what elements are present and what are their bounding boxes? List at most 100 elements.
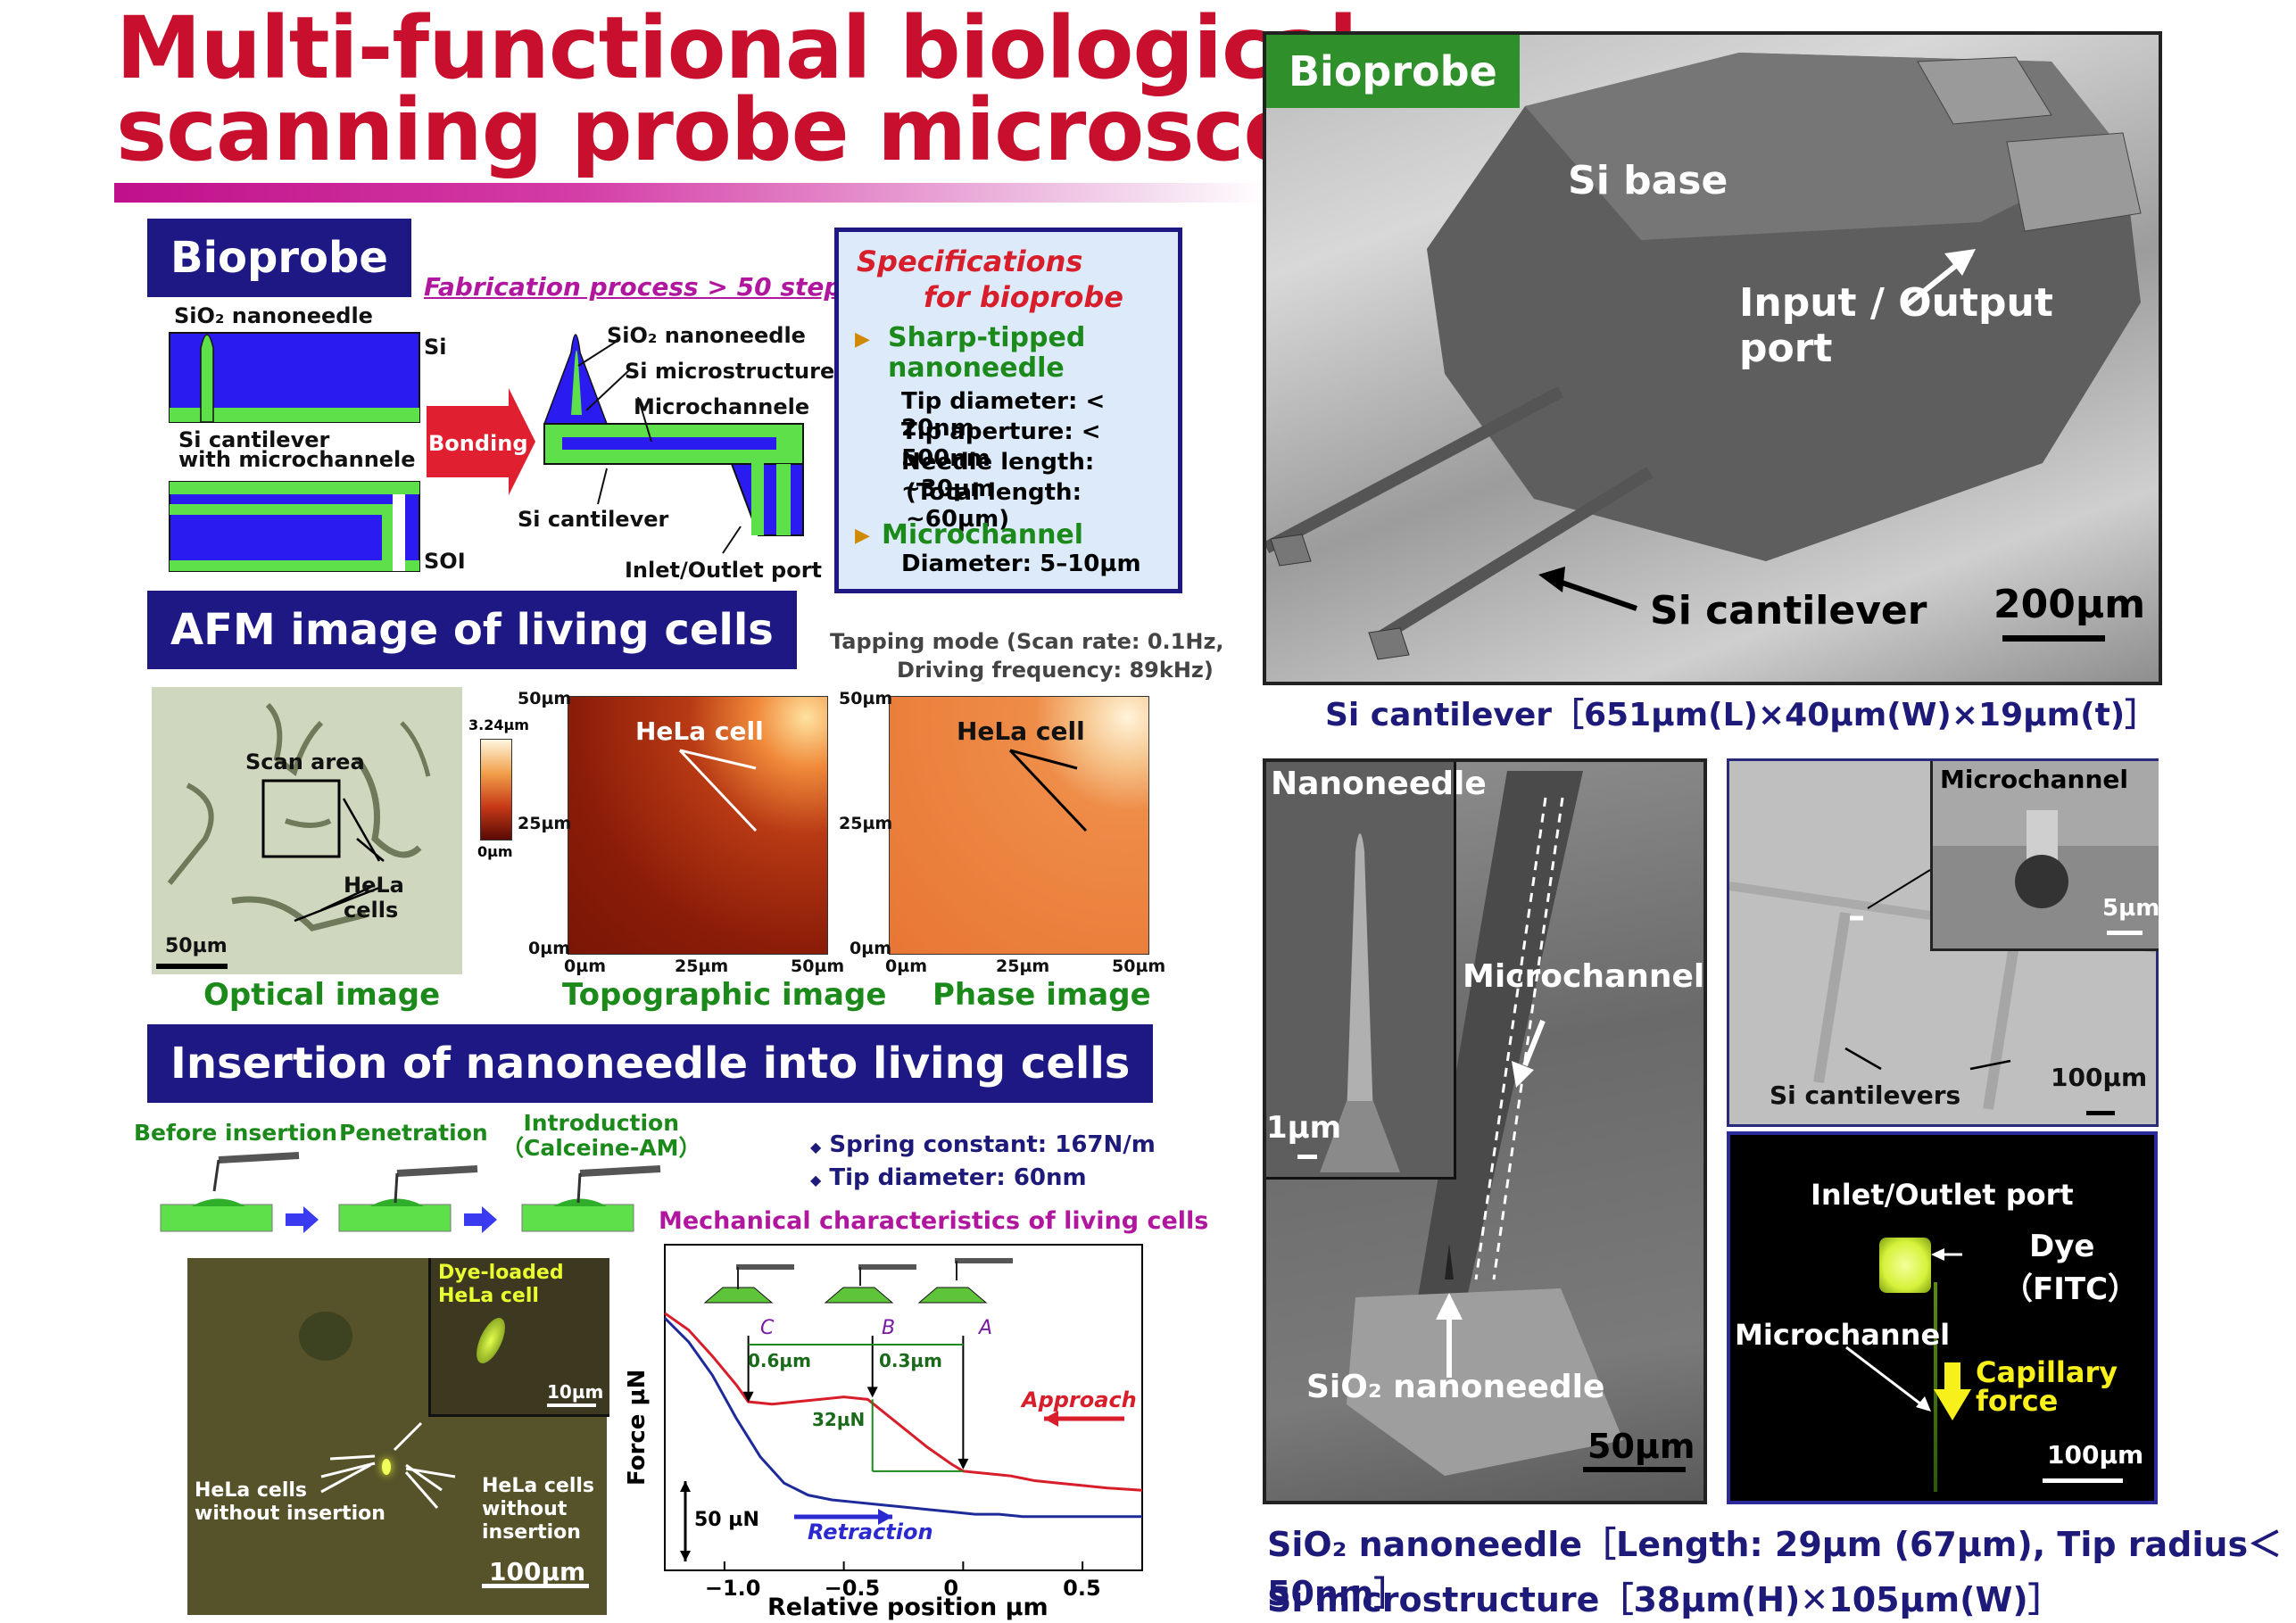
label-sio2-nanoneedle: SiO₂ nanoneedle [174, 303, 373, 328]
spec-diameter: Diameter: 5–10µm [901, 551, 1141, 577]
si-cantilevers-label: Si cantilevers [1770, 1081, 1961, 1110]
bonding-arrow [427, 388, 535, 495]
series-line-approach [664, 1312, 1143, 1492]
label-b: B [882, 1317, 895, 1339]
cell-icon-b [824, 1287, 894, 1304]
inset-image: Dye-loaded HeLa cell 10µm [428, 1258, 609, 1417]
microchannel-inset: Microchannel 5µm [1930, 761, 2159, 951]
microchannel-label: Microchannel [1463, 958, 1705, 995]
spec-title-1: Specifications [857, 244, 1083, 278]
insertion-steps-diagram [160, 1152, 661, 1233]
guide-arrow-head [866, 1387, 878, 1398]
oxide-layer [170, 408, 419, 422]
bioprobe-heading: Bioprobe [147, 219, 411, 297]
title-underline [114, 183, 1265, 203]
topo-y25: 25µm [518, 814, 572, 833]
nanoneedle-shape [200, 334, 214, 423]
microstructure-caption: Si microstructure［38µm(H)✕105µm(W)］ [1267, 1580, 2062, 1619]
phase-y0: 0µm [850, 939, 891, 958]
tip-diameter-note: ◆ Tip diameter: 60nm [810, 1164, 1087, 1191]
label-si-cantilever-channel: Si cantilever with microchannele [178, 427, 416, 472]
fluorescence-dye-image: Inlet/Outlet port Dye （FITC） Microchanne… [1727, 1131, 2158, 1504]
scale-bar [156, 964, 228, 969]
colorbar-max: 3.24µm [468, 716, 529, 733]
retraction-arrow-head [878, 1509, 892, 1525]
cantilever-caption: Si cantilever［651µm(L)×40µm(W)×19µm(t)］ [1325, 697, 2158, 733]
dye-label: Dye [2029, 1229, 2095, 1264]
optical-caption: Optical image [203, 977, 441, 1013]
inlet-outlet-label: Inlet/Outlet port [1811, 1178, 2074, 1212]
step-arrow-1 [286, 1206, 319, 1233]
spec-total-length: (Total length: ~60µm) [906, 479, 1082, 533]
capillary-force-label: Capillary force [1976, 1355, 2118, 1418]
chart-title: Mechanical characteristics of living cel… [659, 1207, 1209, 1235]
tapping-mode-note: Tapping mode (Scan rate: 0.1Hz, Driving … [830, 629, 1224, 683]
step-arrow-2 [464, 1206, 497, 1233]
scan-area-box [261, 779, 341, 858]
cell-icon-c [703, 1287, 774, 1304]
label-a: A [977, 1317, 992, 1339]
guide-arrow-head [742, 1391, 754, 1403]
nanoneedle-label: Nanoneedle [1271, 766, 1487, 802]
x-axis-label: Relative position µm [767, 1594, 1049, 1621]
dye-loaded-label: Dye-loaded HeLa cell [438, 1262, 564, 1307]
fabrication-diagram [169, 332, 804, 572]
spec-title-2: for bioprobe [924, 280, 1123, 314]
inset-scale-1um: 1µm [1266, 1110, 1342, 1146]
spec-needle-length: Needle length: ~30µm [901, 449, 1095, 502]
bullet-icon: ▶ [855, 328, 870, 351]
hela-cells-label: HeLa cells [344, 873, 404, 923]
optical-scale: 50µm [165, 935, 228, 957]
topo-hela-label: HeLa cell [635, 716, 764, 746]
sem-nanoneedle-image: 1µm Nanoneedle Microchannel SiO₂ nanonee… [1263, 758, 1707, 1504]
guide-arrow-head [957, 1458, 969, 1470]
sio2-nanoneedle-label: SiO₂ nanoneedle [1306, 1369, 1605, 1405]
label-microchannele: Microchannele [634, 394, 810, 419]
insertion-heading: Insertion of nanoneedle into living cell… [147, 1024, 1154, 1103]
si-base-label: Si base [1568, 158, 1728, 203]
phase-x25: 25µm [996, 956, 1050, 976]
bullet-icon: ▶ [855, 525, 870, 547]
force-scale-arrow-head [680, 1481, 691, 1492]
label-si-cantilever: Si cantilever [518, 507, 669, 532]
hela-without-right: HeLa cells without insertion [482, 1475, 594, 1544]
topographic-image: HeLa cell [568, 696, 828, 955]
fabrication-note: Fabrication process > 50 steps [424, 272, 858, 302]
microchannel-glow [1934, 1282, 1937, 1492]
fitc-label: （FITC） [2002, 1271, 2139, 1307]
capillary-arrow [1934, 1362, 1971, 1420]
spec-item1-title: Sharp-tipped nanoneedle [888, 322, 1086, 384]
nanoneedle-scale: 50µm [1587, 1427, 1695, 1466]
label-si-microstructure: Si microstructure [625, 359, 835, 384]
inset-scale: 10µm [547, 1381, 604, 1403]
fluor-main-scale: 100µm [2047, 1440, 2144, 1470]
x-tick-label: −0.5 [825, 1576, 881, 1601]
spec-item2-title: Microchannel [882, 519, 1084, 551]
fluorescence-image: Dye-loaded HeLa cell 10µm HeLa cells wit… [187, 1258, 609, 1615]
hela-without-left: HeLa cells without insertion [195, 1479, 385, 1525]
phase-y25: 25µm [839, 814, 893, 833]
spring-constant: ◆ Spring constant: 167N/m [810, 1131, 1156, 1158]
series-line-retraction [663, 1317, 1142, 1519]
legend-approach: Approach [1020, 1387, 1137, 1412]
phase-y50: 50µm [839, 689, 893, 708]
label-soi: SOI [424, 549, 466, 574]
y-axis-label: Force µN [625, 1370, 651, 1486]
page-title: Multi-functional biological scanning pro… [116, 5, 1420, 173]
label-sio2-nanoneedle-2: SiO₂ nanoneedle [607, 323, 806, 348]
fluor-scale: 100µm [489, 1557, 586, 1586]
topo-x0: 0µm [564, 956, 606, 976]
port-base [730, 463, 804, 536]
label-c: C [760, 1317, 775, 1339]
step-before-diagram [160, 1152, 300, 1232]
label-si: Si [424, 335, 447, 360]
topo-x25: 25µm [675, 956, 729, 976]
label-bonding: Bonding [428, 431, 528, 456]
microchannel-scale: 100µm [2051, 1063, 2148, 1092]
color-scale-bar [480, 739, 512, 840]
colorbar-min: 0µm [477, 843, 513, 860]
io-port-label: Input / Output port [1739, 280, 2053, 371]
nanoneedle-inset: 1µm [1266, 762, 1456, 1180]
scale-bar [2002, 635, 2105, 642]
